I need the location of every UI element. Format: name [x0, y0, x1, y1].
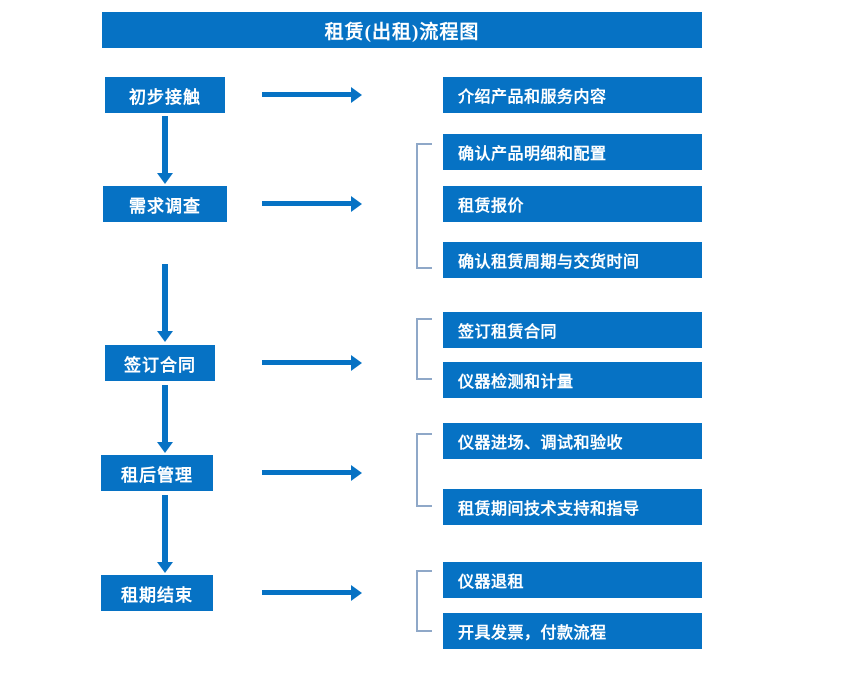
detail-box-3[interactable]: 租赁报价	[443, 186, 702, 222]
stage-box-3[interactable]: 签订合同	[105, 345, 215, 381]
group-bracket-3	[416, 318, 432, 380]
flow-arrow-down-3	[155, 385, 175, 453]
flow-arrow-down-2	[155, 264, 175, 342]
group-bracket-2	[416, 143, 432, 269]
detail-box-5[interactable]: 签订租赁合同	[443, 312, 702, 348]
connector-arrow-right-2	[262, 196, 362, 212]
group-bracket-4	[416, 433, 432, 507]
detail-box-7[interactable]: 仪器进场、调试和验收	[443, 423, 702, 459]
group-bracket-5	[416, 570, 432, 632]
detail-box-10[interactable]: 开具发票，付款流程	[443, 613, 702, 649]
stage-box-2[interactable]: 需求调查	[103, 186, 227, 222]
connector-arrow-right-4	[262, 465, 362, 481]
flow-arrow-down-1	[155, 116, 175, 184]
detail-box-8[interactable]: 租赁期间技术支持和指导	[443, 489, 702, 525]
connector-arrow-right-1	[262, 87, 362, 103]
stage-box-1[interactable]: 初步接触	[105, 77, 225, 113]
detail-box-4[interactable]: 确认租赁周期与交货时间	[443, 242, 702, 278]
detail-box-9[interactable]: 仪器退租	[443, 562, 702, 598]
connector-arrow-right-5	[262, 585, 362, 601]
stage-box-5[interactable]: 租期结束	[101, 575, 213, 611]
detail-box-6[interactable]: 仪器检测和计量	[443, 362, 702, 398]
detail-box-2[interactable]: 确认产品明细和配置	[443, 134, 702, 170]
connector-arrow-right-3	[262, 355, 362, 371]
page-title: 租赁(出租)流程图	[102, 12, 702, 48]
detail-box-1[interactable]: 介绍产品和服务内容	[443, 77, 702, 113]
stage-box-4[interactable]: 租后管理	[101, 455, 213, 491]
flow-arrow-down-4	[155, 495, 175, 573]
